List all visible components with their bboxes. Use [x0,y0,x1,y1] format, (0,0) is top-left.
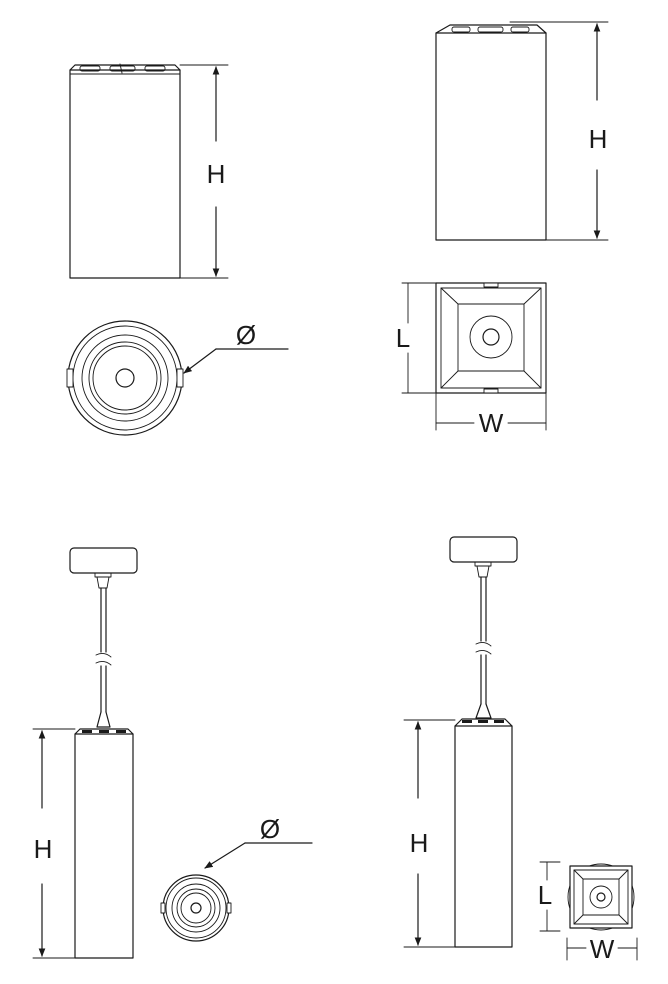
diameter-label: Ø [236,320,256,350]
square-pendant-figure: H L W [403,536,638,964]
square-surface-bottom-view [435,282,547,394]
square-pendant-canopy [449,536,518,578]
round-surface-figure: H Ø [66,63,289,436]
width-label: W [590,934,615,964]
round-pendant-bottom-view [160,874,232,942]
height-label: H [589,124,608,154]
round-surface-bottom-view [66,320,184,436]
height-label: H [34,834,53,864]
diameter-label: Ø [260,814,280,844]
round-surface-diameter-leader: Ø [183,320,289,374]
height-label: H [410,828,429,858]
square-pendant-bottom-view [567,863,635,931]
square-surface-width-dimension: W [435,392,547,438]
round-pendant-canopy [69,547,138,589]
square-pendant-cable [475,576,492,719]
round-surface-side-view [69,63,181,279]
length-label: L [538,880,552,910]
round-surface-height-dimension: H [179,64,229,279]
square-pendant-width-dimension: W [566,934,638,964]
square-pendant-length-dimension: L [538,861,561,932]
square-pendant-side-view [454,718,513,948]
square-pendant-height-dimension: H [403,719,456,948]
width-label: W [479,408,504,438]
square-surface-height-dimension: H [509,21,609,241]
square-surface-side-view [435,24,547,241]
square-surface-figure: H L W [396,21,609,438]
round-pendant-figure: H Ø [32,547,313,959]
round-pendant-cable [95,587,112,728]
round-pendant-height-dimension: H [32,728,76,959]
height-label: H [207,159,226,189]
round-pendant-diameter-leader: Ø [204,814,313,869]
length-label: L [396,323,410,353]
square-surface-length-dimension: L [396,282,437,394]
round-pendant-side-view [74,728,134,959]
